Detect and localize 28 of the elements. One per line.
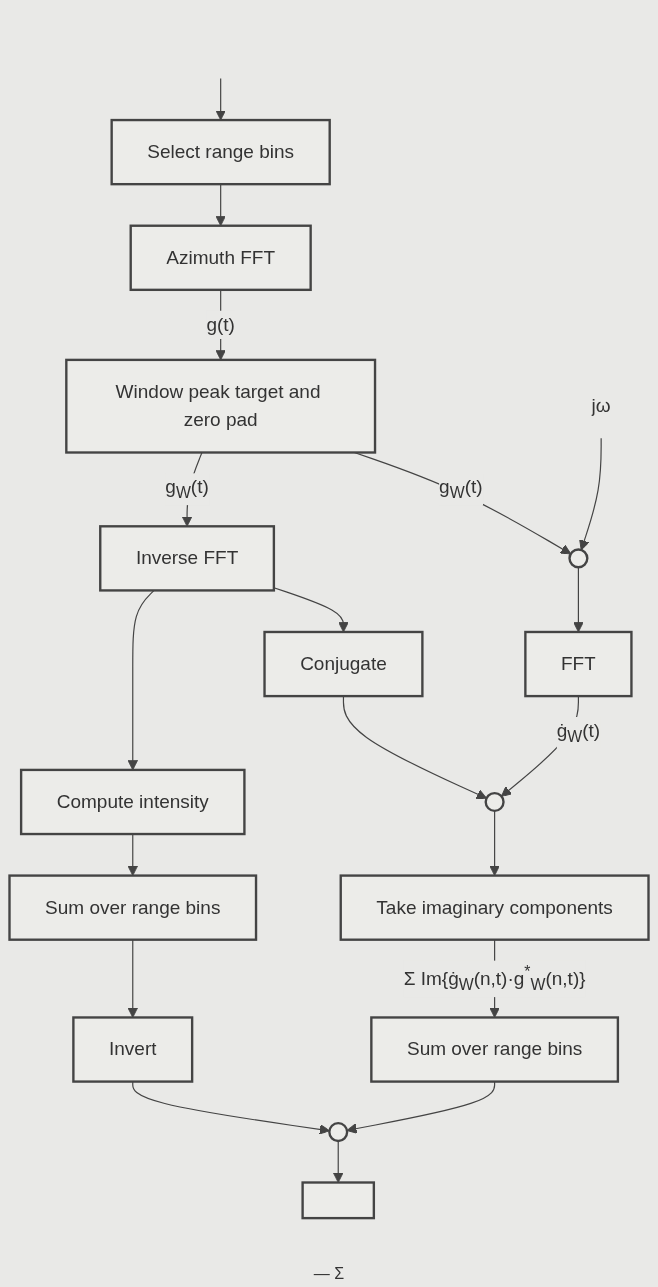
arrow	[132, 1081, 330, 1135]
node-box: Inverse FFT	[99, 525, 276, 592]
node-box	[301, 1181, 376, 1220]
arrow	[127, 939, 138, 1018]
node-box: Sum over range bins	[370, 1016, 620, 1083]
node-box: Invert	[72, 1016, 194, 1083]
node-circle	[568, 548, 589, 569]
node-box: FFT	[524, 630, 633, 698]
node-circle	[484, 791, 505, 813]
node-box: Select range bins	[110, 118, 331, 186]
arrow	[579, 437, 602, 551]
edge-label: Σ Im{ġ$_{W}$(n,t)·g$^{*}$$_{W}$(n,t)}	[403, 962, 586, 994]
edge-label: g(t)	[206, 314, 235, 335]
arrow	[333, 1140, 344, 1183]
node-box: Compute intensity	[19, 768, 246, 836]
node-circle	[328, 1121, 349, 1143]
edge-label: g$_{W}$(t)	[165, 476, 209, 502]
edge-label: ġ$_{W}$(t)	[556, 720, 601, 746]
edge-label: g$_{W}$(t)	[439, 476, 483, 502]
node-box: Window peak target and zero pad	[65, 358, 377, 454]
node-box: Azimuth FFT	[129, 224, 312, 292]
node-box: Sum over range bins	[8, 874, 258, 941]
note-text: — Σ	[313, 1265, 345, 1283]
node-box: Conjugate	[263, 630, 424, 698]
node-text: jω	[591, 395, 611, 416]
node-box: Take imaginary components	[339, 874, 650, 941]
arrow	[215, 77, 226, 121]
arrow	[346, 1081, 496, 1134]
